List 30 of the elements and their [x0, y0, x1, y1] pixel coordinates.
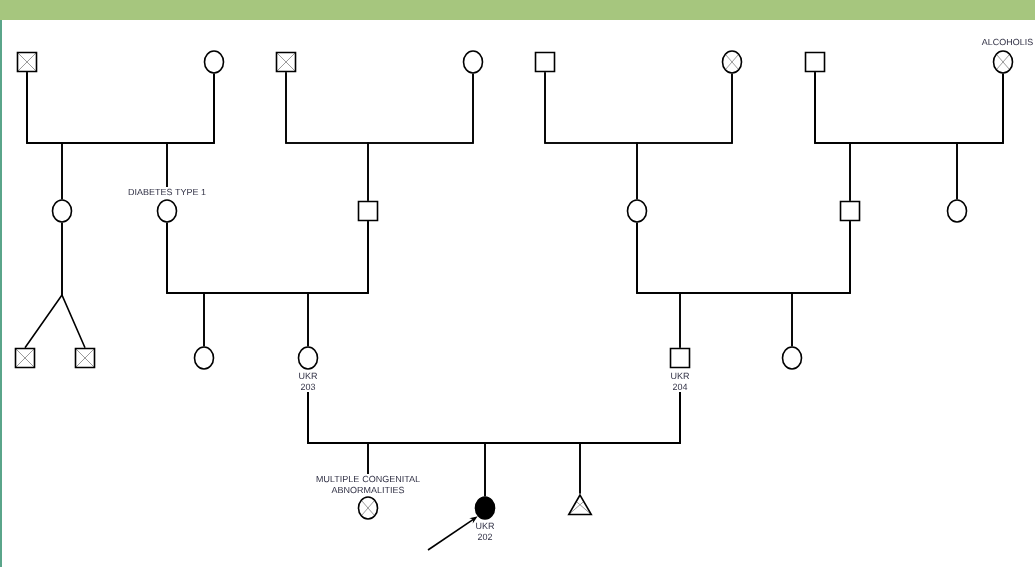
descent-line	[579, 391, 681, 495]
circle-symbol	[51, 199, 73, 223]
annotation-label: UKR 204	[671, 372, 690, 391]
circle-symbol	[946, 199, 968, 223]
circle-symbol	[193, 346, 215, 370]
annotation-label: UKR 203	[299, 372, 318, 391]
square-symbol	[14, 347, 36, 369]
circle-symbol	[626, 199, 648, 223]
square-symbol	[804, 51, 826, 73]
circle-symbol	[721, 50, 743, 74]
circle-symbol	[462, 50, 484, 74]
annotation-label: DIABETES TYPE 1	[128, 188, 206, 196]
descent-line	[791, 220, 851, 347]
descent-line	[166, 73, 215, 188]
descent-line	[307, 220, 369, 347]
descent-line	[636, 73, 733, 200]
circle-symbol	[781, 346, 803, 370]
descent-line	[367, 73, 474, 202]
square-symbol	[275, 51, 297, 73]
annotation-label: ALCOHOLIS	[981, 38, 1033, 46]
square-symbol	[74, 347, 96, 369]
circle-symbol	[203, 50, 225, 74]
descent-line	[61, 222, 86, 349]
square-symbol	[16, 51, 38, 73]
annotation-label: MULTIPLE CONGENITAL ABNORMALITIES	[316, 475, 420, 494]
annotation-label: UKR 202	[476, 522, 495, 541]
square-symbol	[357, 200, 379, 222]
square-symbol	[534, 51, 556, 73]
descent-line	[956, 73, 1004, 200]
square-symbol	[839, 200, 861, 222]
